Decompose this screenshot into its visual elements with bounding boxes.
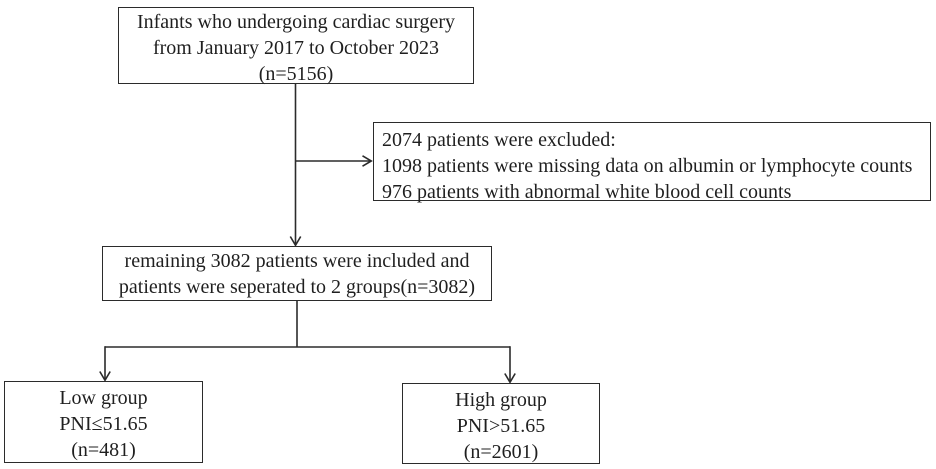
box-included-line: remaining 3082 patients were included an… bbox=[124, 250, 470, 272]
box-high-group-line: (n=2601) bbox=[463, 441, 539, 463]
box-enrollment: Infants who undergoing cardiac surgery f… bbox=[118, 7, 474, 85]
box-low-group-line: (n=481) bbox=[71, 439, 136, 461]
box-low-group-line: Low group bbox=[59, 387, 148, 409]
arrowhead-down-high-icon bbox=[504, 373, 516, 384]
box-excluded-line: 1098 patients were missing data on album… bbox=[382, 155, 913, 177]
box-excluded-line: 976 patients with abnormal white blood c… bbox=[382, 181, 792, 203]
box-enrollment-line: Infants who undergoing cardiac surgery bbox=[136, 11, 456, 33]
box-excluded: 2074 patients were excluded: 1098 patien… bbox=[373, 122, 931, 203]
box-low-group-line: PNI≤51.65 bbox=[59, 413, 148, 435]
arrowhead-right-excluded-icon bbox=[362, 155, 373, 167]
box-high-group-line: High group bbox=[455, 389, 547, 411]
box-high-group: High group PNI>51.65 (n=2601) bbox=[402, 383, 600, 464]
arrowhead-down-included-icon bbox=[289, 236, 302, 247]
box-low-group: Low group PNI≤51.65 (n=481) bbox=[4, 381, 203, 463]
box-included-line: patients were seperated to 2 groups(n=30… bbox=[118, 276, 476, 298]
box-enrollment-line: from January 2017 to October 2023 bbox=[152, 37, 440, 59]
box-high-group-line: PNI>51.65 bbox=[456, 415, 546, 437]
box-included: remaining 3082 patients were included an… bbox=[102, 246, 492, 301]
box-excluded-line: 2074 patients were excluded: bbox=[382, 129, 616, 151]
arrowhead-down-low-icon bbox=[99, 371, 111, 382]
box-enrollment-line: (n=5156) bbox=[258, 63, 334, 85]
